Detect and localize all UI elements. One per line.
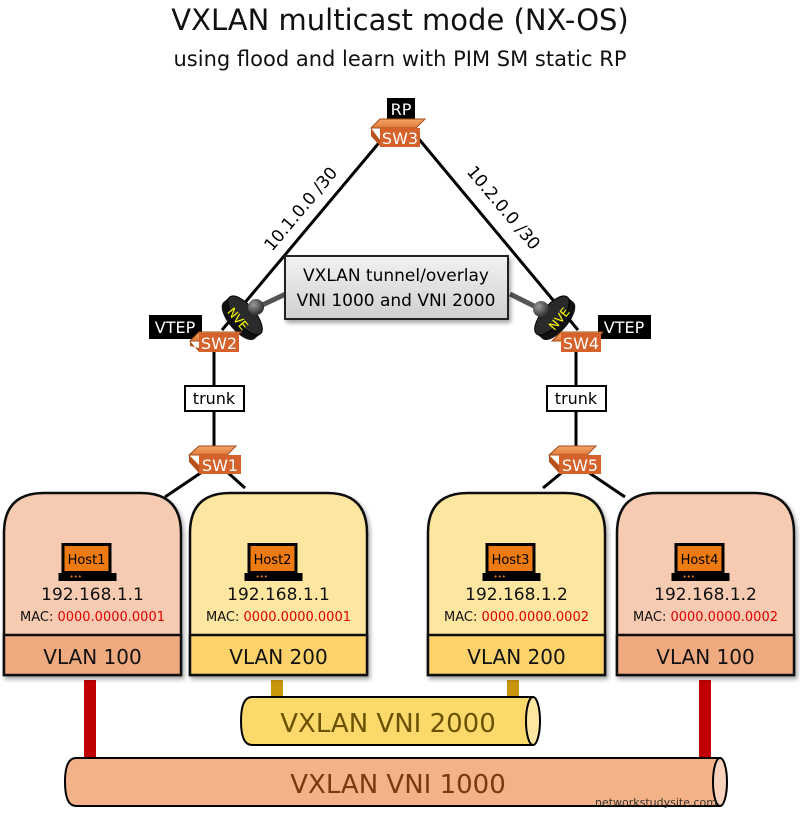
vni2000-label: VXLAN VNI 2000: [280, 709, 496, 739]
vlan-bar: [426, 633, 607, 677]
host-ip: 192.168.1.1: [227, 585, 330, 605]
rp-badge-label: RP: [391, 100, 412, 119]
link-sw3-sw4: [416, 137, 580, 331]
rp-badge: [387, 98, 415, 120]
switch-sw4[interactable]: VTEP SW4: [550, 315, 651, 353]
vni1000-segment[interactable]: VXLAN VNI 1000: [63, 757, 728, 807]
host-ip: 192.168.1.2: [465, 585, 568, 605]
switch-side: [189, 455, 199, 473]
switch-sw1[interactable]: SW1: [187, 445, 241, 475]
vni1000-link-left: [84, 680, 96, 768]
host-panel[interactable]: [2, 491, 183, 677]
trunk-label-left: trunk: [184, 385, 245, 412]
host-name: Host4: [681, 553, 719, 568]
nve-interface-sw4[interactable]: NVE: [529, 291, 581, 346]
laptop-base: [244, 573, 303, 581]
vni1000-label: VXLAN VNI 1000: [290, 770, 506, 800]
laptop-screen: [64, 546, 109, 571]
vni2000-segment[interactable]: VXLAN VNI 2000: [239, 696, 541, 746]
laptop-base: [58, 573, 117, 581]
host-panel[interactable]: [188, 491, 369, 677]
nve-interface-sw2[interactable]: NVE: [216, 291, 268, 346]
switch-front: [559, 455, 601, 474]
vlan-label: VLAN 200: [467, 645, 565, 669]
laptop-base: [482, 573, 541, 581]
vtep-badge: [598, 315, 651, 339]
host-ip: 192.168.1.2: [654, 585, 757, 605]
laptop-dots: •••: [70, 573, 82, 581]
trunk-text: trunk: [555, 389, 598, 408]
vlan-panel-body: [615, 491, 796, 677]
host-mac: MAC: 0000.0000.0001: [20, 610, 165, 625]
switch-label: SW4: [563, 334, 599, 353]
tunnel-line-2: VNI 1000 and VNI 2000: [297, 291, 496, 311]
laptop-dots: •••: [256, 573, 268, 581]
link-sw5-host4: [584, 468, 626, 499]
host-name: Host3: [492, 553, 530, 568]
host-panel[interactable]: [426, 491, 607, 677]
diagram-title: VXLAN multicast mode (NX-OS): [171, 3, 629, 37]
vlan-panel-body: [426, 491, 607, 677]
vlan-label: VLAN 200: [229, 645, 327, 669]
link-sw3-sw2: [220, 137, 385, 331]
switch-label: SW3: [382, 129, 418, 148]
tunnel-overlay-box: [284, 255, 509, 320]
switch-label: SW5: [562, 456, 598, 475]
laptop-dots: •••: [683, 573, 695, 581]
laptop-dots: •••: [494, 573, 506, 581]
switch-icon: [547, 445, 598, 456]
switch-front: [561, 333, 601, 352]
host-mac: MAC: 0000.0000.0001: [206, 610, 351, 625]
laptop-base: [671, 573, 730, 581]
vni2000-link-left: [271, 680, 283, 700]
vtep-badge-label: VTEP: [155, 318, 196, 337]
switch-side: [190, 341, 199, 352]
host-ip: 192.168.1.1: [41, 585, 144, 605]
nve-ball-icon: [533, 301, 549, 317]
vlan-bar: [2, 633, 183, 677]
laptop-screen: [677, 546, 722, 571]
host-mac: MAC: 0000.0000.0002: [444, 610, 589, 625]
switch-label: SW2: [201, 334, 237, 353]
switch-label: SW1: [202, 456, 238, 475]
vni2000-link-right: [507, 680, 519, 700]
switch-sw5[interactable]: SW5: [547, 445, 601, 475]
trunk-label-right: trunk: [546, 385, 607, 412]
trunk-text: trunk: [193, 389, 236, 408]
left-subnet-label: 10.1.0.0 /30: [261, 163, 343, 255]
host-mac: MAC: 0000.0000.0002: [633, 610, 778, 625]
host-name: Host1: [68, 553, 106, 568]
switch-side: [371, 128, 380, 146]
vlan-label: VLAN 100: [656, 645, 754, 669]
switch-sw3[interactable]: RP SW3: [369, 98, 427, 148]
switch-sw2[interactable]: VTEP SW2: [149, 315, 243, 353]
link-sw1-host1: [164, 468, 206, 499]
nve-ball-icon: [248, 299, 264, 315]
switch-front: [199, 455, 241, 474]
vtep-badge-label: VTEP: [604, 318, 645, 337]
vlan-panel-body: [188, 491, 369, 677]
tunnel-line-1: VXLAN tunnel/overlay: [303, 266, 489, 286]
watermark: networkstudysite.com: [595, 796, 717, 809]
switch-front: [380, 128, 420, 147]
switch-icon: [187, 445, 238, 456]
vni1000-link-right: [699, 680, 711, 768]
vlan-bar: [188, 633, 369, 677]
diagram-subtitle: using flood and learn with PIM SM static…: [174, 47, 627, 71]
switch-icon: [369, 118, 427, 129]
switch-front: [199, 333, 239, 352]
host-panel[interactable]: [615, 491, 796, 677]
vlan-label: VLAN 100: [43, 645, 141, 669]
switch-side: [549, 455, 559, 473]
vlan-panel-body: [2, 491, 183, 677]
laptop-screen: [488, 546, 533, 571]
host-name: Host2: [254, 553, 292, 568]
vtep-badge: [149, 315, 202, 339]
laptop-screen: [250, 546, 295, 571]
vlan-bar: [615, 633, 796, 677]
